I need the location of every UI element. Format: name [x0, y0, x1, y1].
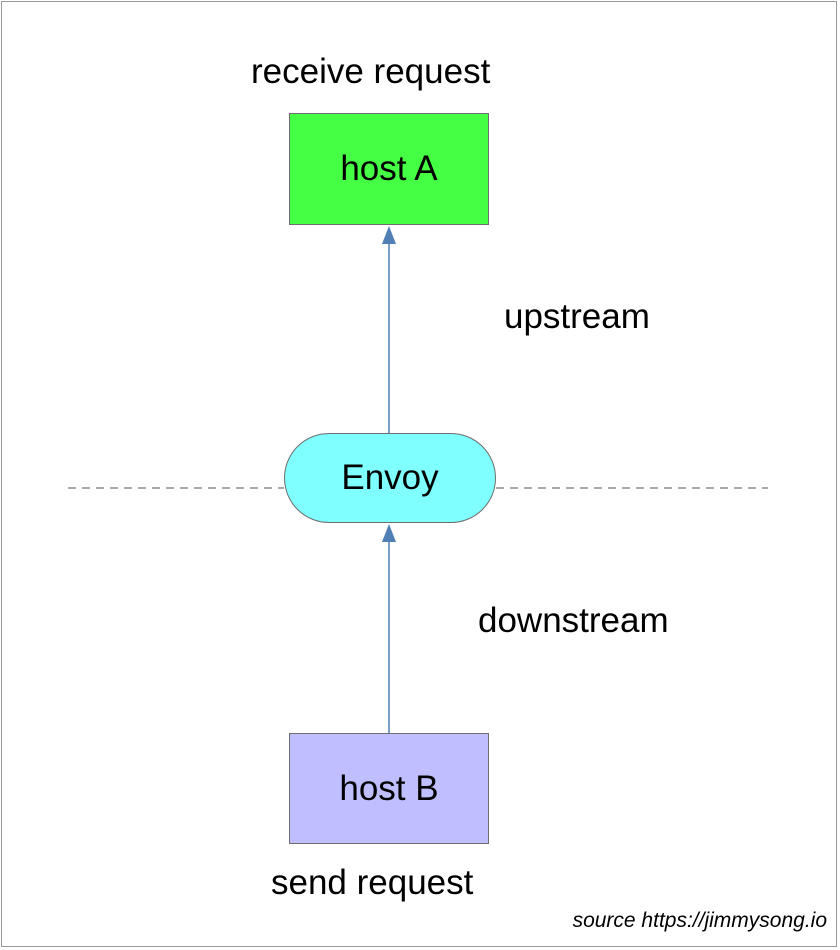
host-b-label: host B	[339, 768, 439, 808]
envoy-node: Envoy	[284, 433, 496, 523]
send-request-label: send request	[271, 863, 474, 902]
envoy-label: Envoy	[341, 458, 439, 497]
receive-request-label: receive request	[251, 52, 491, 91]
host-b-node: host B	[289, 733, 489, 844]
host-a-node: host A	[289, 113, 489, 225]
downstream-arrowhead	[382, 524, 396, 542]
downstream-label: downstream	[478, 601, 669, 640]
host-a-label: host A	[340, 149, 438, 188]
upstream-label: upstream	[504, 297, 650, 336]
upstream-arrowhead	[382, 226, 396, 244]
source-credit: source https://jimmysong.io	[572, 909, 827, 932]
